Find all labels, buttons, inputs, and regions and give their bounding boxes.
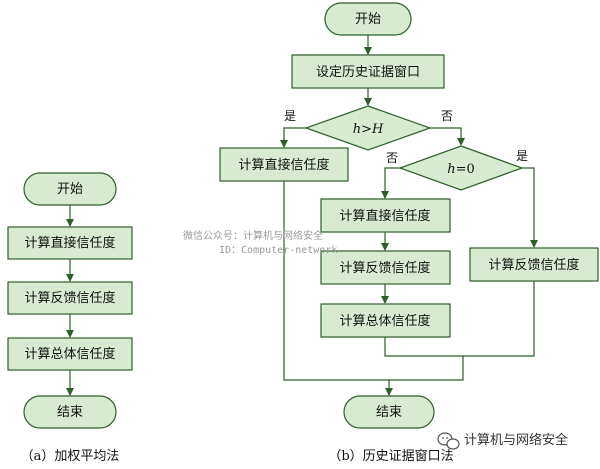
wechat-icon xyxy=(437,432,460,450)
b-end-label: 结束 xyxy=(376,405,402,420)
b-decision1-rhs: H xyxy=(371,122,384,137)
brand-footer: 计算机与网络安全 xyxy=(437,432,568,450)
a-caption: （a）加权平均法 xyxy=(21,448,120,464)
b-yes1-label: 是 xyxy=(284,109,296,123)
b-decision1-label: h>H xyxy=(353,122,384,137)
b-decision-h-gt-H xyxy=(304,105,432,151)
a-feedback-trust-box xyxy=(7,281,133,315)
b-mid-direct-trust-label: 计算直接信任度 xyxy=(339,208,430,224)
b-no1-label: 否 xyxy=(441,109,453,123)
b-edge-decision1-no xyxy=(430,127,465,146)
b-left-direct-trust-label: 计算直接信任度 xyxy=(238,157,329,173)
b-no2-label: 否 xyxy=(386,151,398,165)
b-edge-mid-right-merge xyxy=(384,281,535,357)
b-edge-decision2-no xyxy=(381,167,400,199)
b-mid-feedback-trust-label: 计算反馈信任度 xyxy=(339,260,430,276)
diagram-b: 开始 设定历史证据窗口 h>H 是 否 计算直接信任度 h=0 否 是 计算直接… xyxy=(219,2,599,464)
b-edge-merge-join xyxy=(389,356,464,381)
b-decision2-label: h=0 xyxy=(447,162,475,177)
b-decision2-rest: =0 xyxy=(456,162,475,177)
diagram-a: 开始 计算直接信任度 计算反馈信任度 计算总体信任度 结束 （a）加权平均法 xyxy=(7,172,133,464)
brand-name: 计算机与网络安全 xyxy=(464,432,568,448)
b-decision1-op: > xyxy=(361,122,372,137)
watermark: 微信公众号：计算机与网络安全 ID：Computer-network xyxy=(183,229,337,256)
watermark-line-1: 微信公众号：计算机与网络安全 xyxy=(183,229,323,242)
a-direct-trust-label: 计算直接信任度 xyxy=(24,235,115,251)
b-mid-total-trust-label: 计算总体信任度 xyxy=(339,313,430,329)
a-total-trust-label: 计算总体信任度 xyxy=(24,346,115,362)
b-end-node xyxy=(343,395,435,429)
b-set-window-box xyxy=(291,54,445,89)
b-yes2-label: 是 xyxy=(516,149,528,163)
b-right-feedback-trust-box xyxy=(469,247,599,282)
b-mid-feedback-trust-box xyxy=(320,250,451,285)
a-direct-trust-box xyxy=(7,226,133,260)
b-start-label: 开始 xyxy=(355,12,381,27)
a-feedback-trust-label: 计算反馈信任度 xyxy=(24,290,115,306)
b-mid-total-trust-box xyxy=(320,303,451,338)
b-decision1-var: h xyxy=(353,122,361,137)
a-start-label: 开始 xyxy=(57,182,83,197)
b-set-window-label: 设定历史证据窗口 xyxy=(316,64,420,80)
b-edge-decision1-yes xyxy=(280,127,306,148)
a-total-trust-box xyxy=(7,337,133,371)
b-caption: （b）历史证据窗口法 xyxy=(328,448,453,464)
a-end-node xyxy=(23,395,117,429)
b-edge-left-merge xyxy=(283,181,389,381)
b-right-feedback-trust-label: 计算反馈信任度 xyxy=(488,257,579,273)
b-decision-h-eq-0 xyxy=(398,145,524,191)
watermark-line-2: ID：Computer-network xyxy=(219,245,337,256)
b-edge-decision2-yes xyxy=(522,167,538,248)
a-end-label: 结束 xyxy=(57,405,83,420)
b-decision2-var: h xyxy=(447,162,455,177)
b-left-direct-trust-box xyxy=(219,147,349,182)
